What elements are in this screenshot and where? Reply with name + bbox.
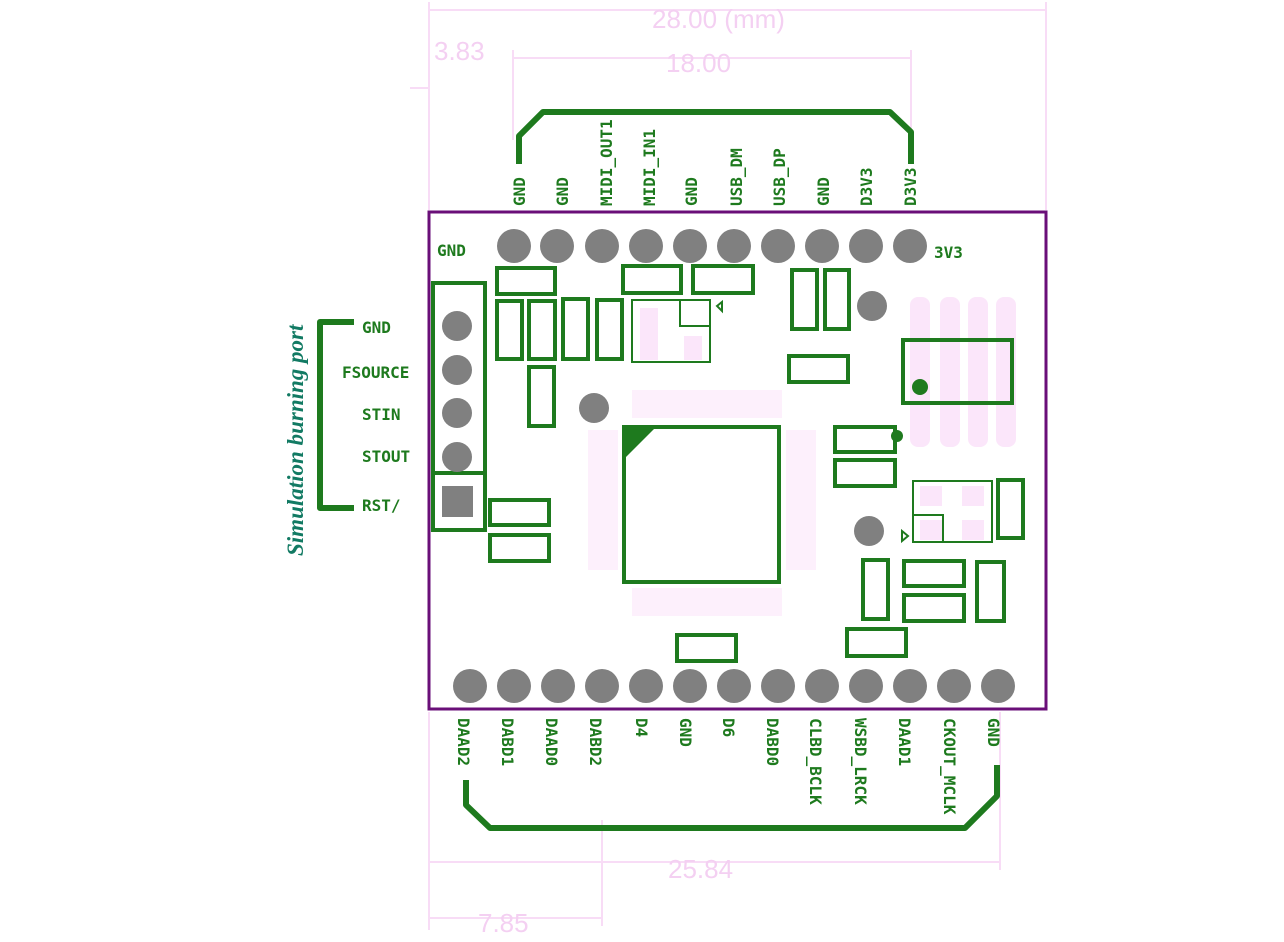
top-pin-label: D3V3 bbox=[901, 167, 920, 206]
top-pin-label: GND bbox=[510, 177, 529, 206]
bottom-header-labels: DAAD2 DABD1 DAAD0 DABD2 D4 GND D6 DABD0 … bbox=[454, 718, 1003, 815]
pad bbox=[849, 229, 883, 263]
test-points bbox=[579, 291, 887, 546]
burning-port-pin-label: GND bbox=[362, 318, 391, 337]
pad bbox=[673, 669, 707, 703]
bottom-pin-label: DABD1 bbox=[498, 718, 517, 766]
bottom-pin-label: DAAD0 bbox=[542, 718, 561, 766]
bottom-pin-label: D4 bbox=[632, 718, 651, 737]
bottom-pin-label: GND bbox=[676, 718, 695, 747]
burning-port-connector bbox=[431, 281, 487, 532]
bottom-header-pads bbox=[453, 669, 1015, 703]
test-point bbox=[857, 291, 887, 321]
bottom-header-bracket bbox=[463, 765, 1000, 831]
board-outline bbox=[427, 210, 1048, 711]
component-shadows bbox=[588, 297, 1016, 616]
pad bbox=[937, 669, 971, 703]
pad bbox=[673, 229, 707, 263]
bottom-pin-label: DABD0 bbox=[763, 718, 782, 766]
component-dot bbox=[891, 430, 903, 442]
top-header-right-label: 3V3 bbox=[934, 243, 963, 262]
top-pin-label: MIDI_IN1 bbox=[640, 129, 659, 206]
dim-bottom-left-offset: 7.85 bbox=[478, 908, 529, 938]
top-pin-label: MIDI_OUT1 bbox=[597, 119, 616, 206]
pad bbox=[442, 398, 472, 428]
top-pin-label: USB_DM bbox=[727, 148, 746, 206]
bottom-pin-label: DAAD1 bbox=[895, 718, 914, 766]
pad bbox=[497, 229, 531, 263]
pad bbox=[585, 229, 619, 263]
burning-port-pin-label: RST/ bbox=[362, 496, 401, 515]
pad bbox=[541, 669, 575, 703]
burning-port-pads bbox=[442, 311, 473, 517]
regulator-outlines bbox=[631, 299, 993, 544]
bottom-pin-label: GND bbox=[984, 718, 1003, 747]
pad bbox=[629, 669, 663, 703]
test-point bbox=[854, 516, 884, 546]
burning-port-bracket bbox=[317, 319, 354, 511]
pad bbox=[585, 669, 619, 703]
bottom-pin-label: WSBD_LRCK bbox=[851, 718, 870, 805]
dim-left-offset: 3.83 bbox=[434, 36, 485, 66]
pad bbox=[761, 229, 795, 263]
top-header-labels: GND GND MIDI_OUT1 MIDI_IN1 GND USB_DM US… bbox=[510, 119, 920, 206]
top-header-pads bbox=[497, 229, 927, 263]
pad bbox=[717, 229, 751, 263]
pad bbox=[849, 669, 883, 703]
pad bbox=[981, 669, 1015, 703]
bottom-pin-label: D6 bbox=[719, 718, 738, 737]
pad bbox=[717, 669, 751, 703]
crystal-pin1-dot bbox=[912, 379, 928, 395]
top-pin-label: D3V3 bbox=[857, 167, 876, 206]
bottom-pin-label: CKOUT_MCLK bbox=[940, 718, 959, 815]
ic-pin1-marker bbox=[624, 427, 656, 459]
pad bbox=[805, 669, 839, 703]
bottom-pin-label: DABD2 bbox=[586, 718, 605, 766]
top-pin-label: GND bbox=[553, 177, 572, 206]
top-pin-label: USB_DP bbox=[770, 148, 789, 206]
burning-port-pin-label: STOUT bbox=[362, 447, 410, 466]
bottom-pin-label: CLBD_BCLK bbox=[806, 718, 825, 805]
dim-bottom-pin-span: 25.84 bbox=[668, 854, 733, 884]
silkscreen-brackets bbox=[317, 109, 1000, 831]
pad bbox=[805, 229, 839, 263]
pad bbox=[893, 229, 927, 263]
dim-overall-width: 28.00 (mm) bbox=[652, 4, 785, 34]
square-pad bbox=[442, 486, 473, 517]
dim-top-pin-span: 18.00 bbox=[666, 48, 731, 78]
pad bbox=[442, 311, 472, 341]
top-pin-label: GND bbox=[682, 177, 701, 206]
top-header-left-label: GND bbox=[437, 241, 466, 260]
pad bbox=[629, 229, 663, 263]
top-pin-label: GND bbox=[814, 177, 833, 206]
dimension-lines bbox=[410, 2, 1047, 930]
pad bbox=[497, 669, 531, 703]
bottom-pin-label: DAAD2 bbox=[454, 718, 473, 766]
pad bbox=[540, 229, 574, 263]
pad bbox=[761, 669, 795, 703]
pad bbox=[453, 669, 487, 703]
pad bbox=[893, 669, 927, 703]
burning-port-title: Simulation burning port bbox=[283, 324, 308, 556]
top-header-bracket bbox=[516, 109, 914, 164]
burning-port-pin-label: STIN bbox=[362, 405, 401, 424]
pad bbox=[442, 442, 472, 472]
pad bbox=[442, 355, 472, 385]
burning-port-pin-label: FSOURCE bbox=[342, 363, 409, 382]
test-point bbox=[579, 393, 609, 423]
